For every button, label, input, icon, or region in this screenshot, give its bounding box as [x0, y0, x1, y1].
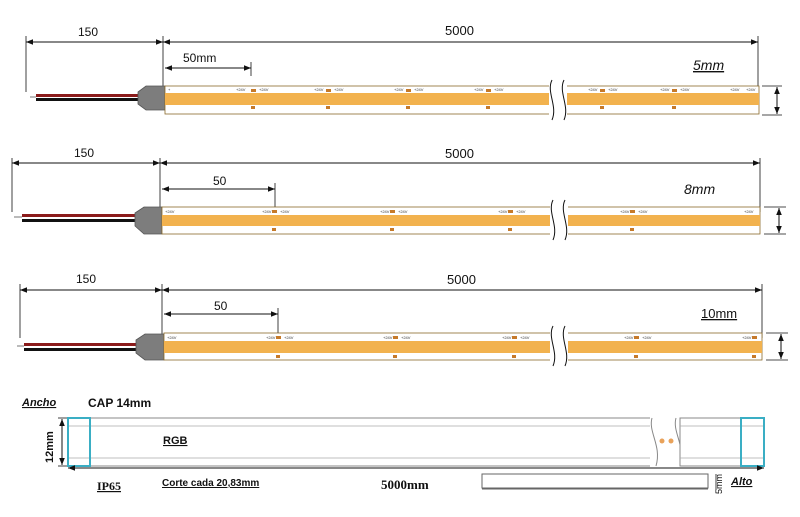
strip-2-break-mark — [550, 199, 568, 241]
svg-text:+24V: +24V — [394, 87, 404, 92]
strip-2-cut-interval: 50 — [213, 174, 227, 188]
ancho-label: Ancho — [21, 397, 57, 409]
svg-text:+24V: +24V — [620, 209, 630, 214]
strip-2-wire-red — [22, 214, 140, 217]
svg-text:+24V: +24V — [742, 335, 752, 340]
svg-text:+24V: +24V — [380, 209, 390, 214]
strip-3-break-mark — [550, 325, 568, 367]
svg-text:+24V: +24V — [516, 209, 526, 214]
svg-text:+24V: +24V — [401, 335, 411, 340]
svg-text:+24V: +24V — [314, 87, 324, 92]
strip-3-total-length: 5000 — [447, 272, 476, 287]
strip-3-cob-line — [164, 341, 762, 353]
svg-text:+24V: +24V — [744, 209, 754, 214]
strip-1-cob-line — [165, 93, 759, 105]
width-dim-label: 12mm — [44, 431, 56, 463]
profile-body-left — [67, 417, 661, 467]
strip-2-wire-black — [22, 219, 140, 222]
strip-3-lead-length: 150 — [76, 272, 96, 286]
ip-label: IP65 — [97, 479, 121, 493]
cut-label: Corte cada 20,83mm — [162, 478, 259, 489]
strip-2-voltage-marks: +24V +24V +24V +24V +24V +24V +24V +24V … — [165, 209, 754, 214]
strip-2-width-label: 8mm — [684, 181, 715, 197]
led-dot-1 — [659, 438, 665, 444]
strip-3-voltage-marks: +24V +24V +24V +24V +24V +24V +24V +24V … — [167, 335, 752, 340]
height-dim-label: 5mm — [714, 474, 724, 494]
svg-text:+24V: +24V — [165, 209, 175, 214]
strip-2-solder-pads — [272, 210, 635, 231]
svg-text:+24V: +24V — [638, 209, 648, 214]
cap-label: CAP 14mm — [88, 396, 151, 410]
strip-3-width-label: 10mm — [701, 306, 737, 321]
strip-3-cut-interval: 50 — [214, 299, 228, 313]
strip-1-lead-length: 150 — [78, 25, 98, 39]
svg-text:+24V: +24V — [262, 209, 272, 214]
profile-height-view — [481, 473, 709, 489]
svg-text:+24V: +24V — [236, 87, 246, 92]
svg-text:+24V: +24V — [588, 87, 598, 92]
strip-1-width-label: 5mm — [693, 57, 724, 73]
alto-label: Alto — [730, 476, 753, 488]
strip-3-solder-pads — [276, 336, 757, 358]
strip-2-connector — [134, 206, 163, 235]
strip-2-total-length: 5000 — [445, 146, 474, 161]
strip-1-wire-red — [36, 94, 140, 97]
strip-1-connector — [137, 85, 166, 111]
strip-2: 150 5000 50 8mm +24V +24V +24V +24V +24V — [11, 146, 786, 241]
svg-text:+24V: +24V — [266, 335, 276, 340]
strip-1-cut-interval: 50mm — [183, 51, 216, 65]
svg-text:+24V: +24V — [502, 335, 512, 340]
svg-text:+24V: +24V — [642, 335, 652, 340]
svg-text:+24V: +24V — [746, 87, 756, 92]
svg-text:+24V: +24V — [730, 87, 740, 92]
svg-text:+24V: +24V — [398, 209, 408, 214]
strip-1-solder-pads — [251, 89, 677, 109]
strip-1-break-mark — [549, 79, 567, 121]
strip-1-total-length: 5000 — [445, 23, 474, 38]
svg-text:+24V: +24V — [498, 209, 508, 214]
length-label: 5000mm — [381, 477, 429, 492]
strip-2-cob-line — [162, 215, 760, 226]
svg-text:+24V: +24V — [494, 87, 504, 92]
svg-text:+24V: +24V — [280, 209, 290, 214]
svg-text:+: + — [168, 87, 171, 92]
svg-text:+24V: +24V — [334, 87, 344, 92]
svg-text:+24V: +24V — [520, 335, 530, 340]
svg-text:+24V: +24V — [284, 335, 294, 340]
led-dot-2 — [668, 438, 674, 444]
rgb-label: RGB — [163, 435, 188, 447]
strip-3-connector — [135, 333, 165, 361]
profile-body-right — [679, 417, 765, 467]
strip-3-wire-black — [24, 348, 140, 351]
svg-text:+24V: +24V — [474, 87, 484, 92]
strip-2-lead-length: 150 — [74, 146, 94, 160]
svg-text:+24V: +24V — [660, 87, 670, 92]
strip-1-voltage-marks: + +24V +24V +24V +24V +24V +24V +24V +24… — [168, 87, 756, 92]
profile-diagram: Ancho CAP 14mm 12mm RGB IP65 Corte cada … — [21, 396, 765, 494]
strip-1-wire-black — [36, 98, 140, 101]
svg-text:+24V: +24V — [608, 87, 618, 92]
strip-1: 150 5000 50mm 5mm + — [25, 23, 782, 121]
strip-3-wire-red — [24, 343, 140, 346]
svg-text:+24V: +24V — [383, 335, 393, 340]
strip-3: 150 5000 50 10mm +24V +24V +24V +24V — [17, 272, 788, 367]
svg-text:+24V: +24V — [259, 87, 269, 92]
svg-text:+24V: +24V — [680, 87, 690, 92]
svg-text:+24V: +24V — [167, 335, 177, 340]
svg-text:+24V: +24V — [624, 335, 634, 340]
svg-text:+24V: +24V — [414, 87, 424, 92]
